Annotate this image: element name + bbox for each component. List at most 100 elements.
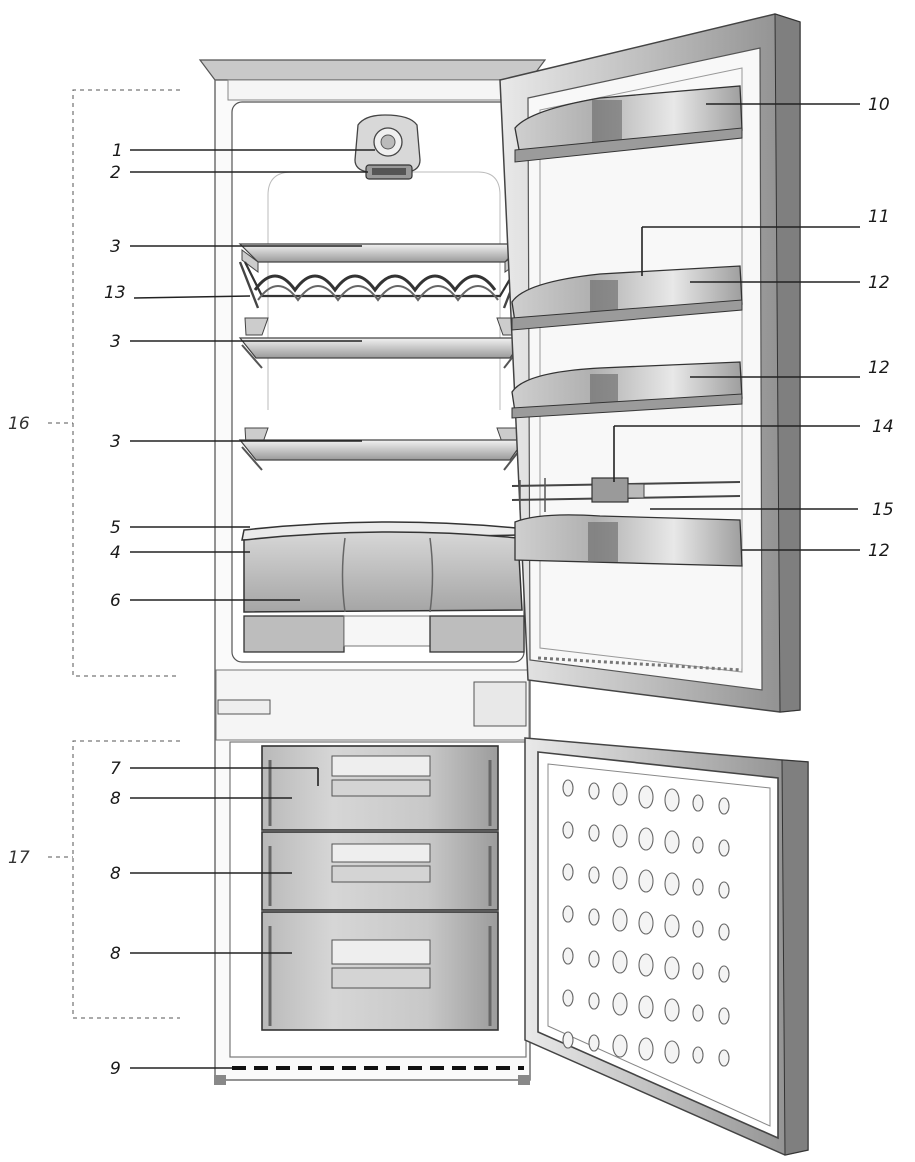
bottle-holder: [511, 477, 741, 512]
right-hinge-mid: [473, 681, 527, 727]
left-hinge-mid: [217, 699, 271, 715]
door-dimples: [562, 779, 730, 1067]
door-bin-3: [514, 514, 743, 567]
door-dimple: [638, 869, 654, 893]
door-dimple: [588, 950, 600, 968]
door-dimple: [718, 1049, 730, 1067]
callout-numbers: 1 2 3 13 3 3 5 4 6 7 8 8 8 9 10 11 12 12…: [8, 95, 894, 1079]
callout-3-mid: 3: [110, 332, 121, 352]
top-cover: [198, 59, 547, 81]
door-dimple: [692, 1046, 704, 1064]
crisper-front-mid: [343, 615, 431, 647]
door-dimple: [588, 1034, 600, 1052]
callout-1: 1: [112, 141, 123, 161]
callout-8-mid: 8: [110, 864, 121, 884]
door-dimple: [562, 779, 574, 797]
callout-4: 4: [110, 543, 121, 563]
door-dimple: [612, 824, 628, 848]
freezer-drawers: [261, 745, 499, 1031]
fridge-interior: [238, 114, 526, 653]
callout-8-top: 8: [110, 789, 121, 809]
bracket-fridge-compartment: [48, 89, 180, 677]
door-dimple: [718, 839, 730, 857]
callout-10: 10: [868, 95, 890, 115]
door-bin-1: [511, 265, 743, 331]
door-dimple: [718, 881, 730, 899]
door-dimple: [562, 905, 574, 923]
door-dimple: [692, 794, 704, 812]
door-dimple: [692, 920, 704, 938]
door-dimple: [638, 785, 654, 809]
door-dimple: [612, 908, 628, 932]
door-dimple: [638, 1037, 654, 1061]
door-bin-dairy: [514, 85, 743, 163]
callout-12-top: 12: [868, 273, 890, 293]
crisper-front-left: [243, 615, 345, 653]
door-dimple: [612, 1034, 628, 1058]
callout-lines: [130, 103, 860, 1069]
callout-12-mid: 12: [868, 358, 890, 378]
door-dimple: [588, 866, 600, 884]
glass-shelf-1: [238, 243, 524, 273]
door-dimple: [562, 863, 574, 881]
door-dimple: [612, 950, 628, 974]
door-dimple: [692, 836, 704, 854]
freezer-drawer-2: [261, 831, 499, 911]
freezer-drawer-3: [261, 911, 499, 1031]
callout-3-low: 3: [110, 432, 121, 452]
door-dimple: [664, 830, 680, 854]
door-bin-2: [511, 361, 743, 419]
door-dimple: [664, 956, 680, 980]
door-dimple: [638, 953, 654, 977]
door-dimple: [718, 965, 730, 983]
door-dimple: [692, 962, 704, 980]
door-dimple: [588, 824, 600, 842]
door-dimple: [612, 782, 628, 806]
callout-3-top: 3: [110, 237, 121, 257]
door-dimple: [612, 866, 628, 890]
door-dimple: [638, 827, 654, 851]
door-dimple: [664, 1040, 680, 1064]
freezer-door-liner: [537, 751, 779, 1140]
callout-5: 5: [110, 518, 121, 538]
door-dimple: [692, 878, 704, 896]
callout-14: 14: [872, 417, 894, 437]
door-dimple: [588, 782, 600, 800]
door-dimple: [692, 1004, 704, 1022]
callout-11: 11: [868, 207, 890, 227]
callout-6: 6: [110, 591, 121, 611]
freezer-drawer-1: [261, 745, 499, 831]
freezer-door: [524, 737, 809, 1156]
bottle-clip: [591, 477, 629, 503]
door-dimple: [664, 998, 680, 1022]
door-dimple: [612, 992, 628, 1016]
door-dimple: [562, 1031, 574, 1049]
callout-9: 9: [110, 1059, 121, 1079]
door-dimple: [588, 992, 600, 1010]
fridge-door: [499, 13, 801, 713]
callout-17: 17: [8, 848, 30, 868]
callout-12-low: 12: [868, 541, 890, 561]
callout-16: 16: [8, 414, 30, 434]
door-dimple: [718, 797, 730, 815]
door-dimple: [562, 821, 574, 839]
door-dimple: [664, 872, 680, 896]
callout-7: 7: [110, 759, 121, 779]
crisper-front-right: [429, 615, 525, 653]
door-dimple: [638, 995, 654, 1019]
door-dimple: [638, 911, 654, 935]
door-dimple: [718, 1007, 730, 1025]
door-dimple: [718, 923, 730, 941]
callout-15: 15: [872, 500, 894, 520]
callout-2: 2: [110, 163, 121, 183]
top-header-strip: [227, 79, 529, 101]
callout-8-low: 8: [110, 944, 121, 964]
door-dimple: [588, 908, 600, 926]
right-foot: [518, 1075, 530, 1085]
door-dimple: [562, 989, 574, 1007]
left-foot: [214, 1075, 226, 1085]
fridge-door-edge: [774, 13, 801, 713]
door-dimple: [664, 914, 680, 938]
lamp-assembly: [354, 114, 421, 180]
